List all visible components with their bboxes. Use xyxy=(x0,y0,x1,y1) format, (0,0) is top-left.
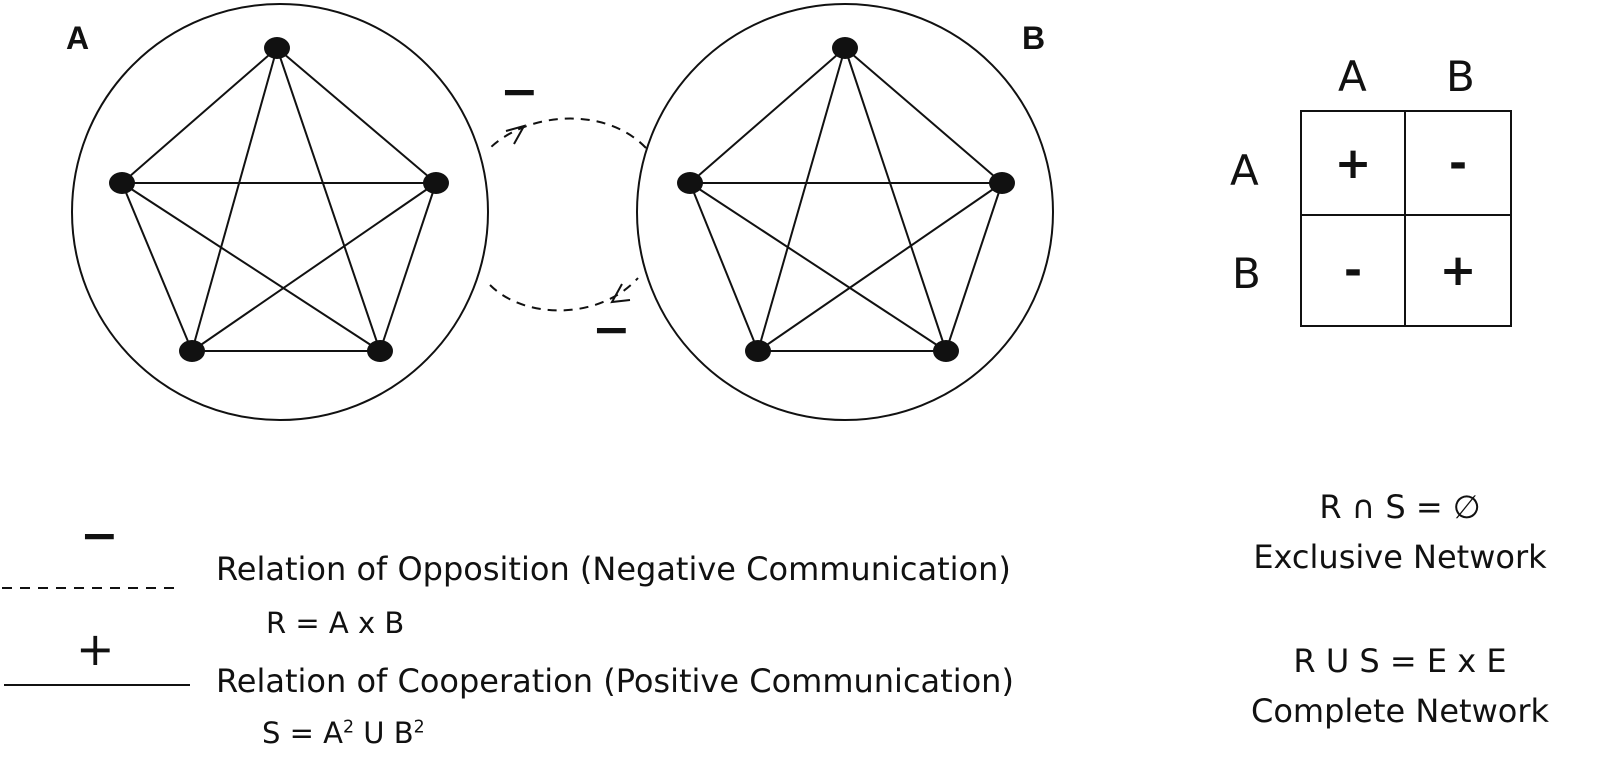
group-a-nodes xyxy=(109,37,449,362)
group-b-circle xyxy=(636,3,1054,421)
node xyxy=(367,340,393,362)
opposition-arc-top xyxy=(487,117,647,151)
node xyxy=(933,340,959,362)
node xyxy=(109,172,135,194)
matrix-cell-ba: - xyxy=(1300,216,1406,327)
group-a-circle xyxy=(71,3,489,421)
exclusive-network-label: Exclusive Network xyxy=(1253,538,1547,576)
legend-cooperation-description: Relation of Cooperation (Positive Commun… xyxy=(216,662,1014,700)
node xyxy=(832,37,858,59)
group-a-edges xyxy=(121,47,437,352)
node xyxy=(264,37,290,59)
complete-network-formula: R U S = E x E xyxy=(1293,642,1507,680)
legend-opposition-formula: R = A x B xyxy=(266,606,405,640)
formula-part: U B xyxy=(354,716,414,750)
opposition-arrow-top xyxy=(505,124,527,145)
matrix-cell-ab: - xyxy=(1406,110,1512,216)
opposition-arc-bottom xyxy=(489,277,639,312)
node xyxy=(677,172,703,194)
matrix-row-header-a: A xyxy=(1230,146,1259,195)
opposition-arrow-bottom xyxy=(610,283,631,304)
group-b-edges xyxy=(689,47,1003,352)
group-b-nodes xyxy=(677,37,1015,362)
matrix-col-header-a: A xyxy=(1338,52,1367,101)
legend-opposition-sign: − xyxy=(80,508,119,562)
legend-cooperation-sign: + xyxy=(76,622,115,676)
node xyxy=(423,172,449,194)
legend-cooperation-formula: S = A2 U B2 xyxy=(262,716,425,750)
node xyxy=(745,340,771,362)
node xyxy=(989,172,1015,194)
matrix-cell-bb: + xyxy=(1406,216,1512,327)
panel-a-label: A xyxy=(66,20,90,56)
matrix-col-header-b: B xyxy=(1446,52,1475,101)
bottom-minus-sign: − xyxy=(592,302,631,356)
matrix-cell-aa: + xyxy=(1300,110,1406,216)
matrix-row-header-b: B xyxy=(1232,249,1261,298)
node xyxy=(179,340,205,362)
top-minus-sign: − xyxy=(500,64,539,118)
legend-opposition-description: Relation of Opposition (Negative Communi… xyxy=(216,550,1011,588)
complete-network-label: Complete Network xyxy=(1251,692,1549,730)
formula-exponent: 2 xyxy=(342,717,355,738)
formula-part: S = A xyxy=(262,716,343,750)
formula-exponent: 2 xyxy=(413,717,425,738)
exclusive-network-formula: R ∩ S = ∅ xyxy=(1319,488,1481,526)
panel-b-label: B xyxy=(1022,20,1046,56)
